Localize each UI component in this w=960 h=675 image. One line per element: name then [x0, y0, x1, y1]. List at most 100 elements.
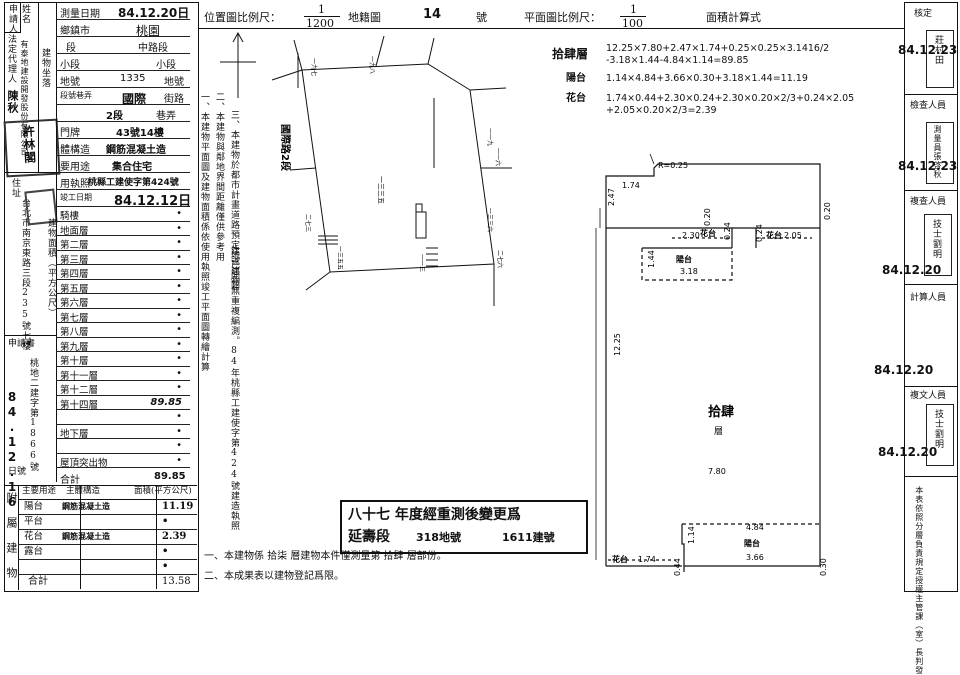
right-panel — [904, 2, 958, 592]
draw-stamp-text: 技士劉明 — [933, 409, 943, 449]
note-2: 二、本建物與鄰地界間距離僅供參考用 — [214, 92, 224, 262]
use-label: 要用途 — [60, 162, 90, 173]
lane-unit: 巷弄 — [156, 111, 176, 122]
floor-row: 第十四層 89.85 — [56, 395, 190, 411]
floor-row: • — [56, 438, 190, 454]
structure-value: 鋼筋混凝土造 — [106, 145, 166, 156]
verify-name: 莊村田 — [933, 35, 943, 65]
footnote-2: 二、本成果表以建物登記爲限。 — [204, 571, 344, 582]
draw-stamp: 技士劉明 — [926, 404, 954, 466]
plan-dim-144: 1.44 — [647, 250, 656, 268]
attached-area: 2.39 — [162, 531, 187, 542]
map-lot-6: 一一三 — [418, 254, 425, 272]
location-map: 國際路2段 一三三五 一九七 一九八 二七三 一一九 一三三六 一一三 一一六 … — [220, 31, 512, 306]
attached-area: 11.19 — [162, 501, 194, 512]
floor-name: 第五層 — [60, 283, 89, 295]
street-row: 段號巷弄 國際 街路 — [56, 87, 190, 106]
house-no-value: 43號14樓 — [116, 128, 164, 139]
map-lot-7: 一一六 — [494, 148, 502, 166]
review-stamp-text: 技士劉明 — [931, 219, 941, 259]
plan-dim-030: 0.30 — [819, 558, 828, 576]
floor-value: • — [176, 222, 182, 234]
floor-row: 第六層• — [56, 293, 190, 309]
section-value: 中路段 — [138, 43, 168, 54]
stamp-line-2b: 318地號 — [416, 531, 461, 544]
floor-row: 第九層• — [56, 337, 190, 353]
draw-date: 84.12.20 — [878, 445, 938, 459]
floor-row: 第十一層• — [56, 366, 190, 382]
floor-name: 第十四層 — [60, 399, 99, 411]
floor-value: 89.85 — [150, 396, 182, 408]
subsection-row: 小段 小段 — [56, 53, 190, 71]
floor-value: • — [176, 440, 182, 451]
stamp-line-2a: 延壽段 — [348, 529, 390, 545]
attached-area: • — [162, 561, 169, 572]
application-no-label: 日號 — [8, 467, 27, 477]
verify-stamp: 莊村田 — [926, 30, 954, 88]
review-date: 84.12.20 — [882, 263, 942, 277]
note-3: 三、本建物於都市計畫道路預定地已開闢 — [229, 110, 239, 290]
floor-value: • — [176, 266, 182, 277]
attached-use: 花台 — [24, 531, 44, 542]
floor-total-value: 89.85 — [154, 471, 186, 482]
floor-row: 騎樓• — [56, 206, 190, 222]
plan-radius: R=0.25 — [658, 161, 688, 170]
map-road-label: 國際路2段 — [279, 124, 292, 171]
left-panel — [4, 2, 199, 592]
plan-planter-top: 花台 — [700, 228, 716, 238]
attached-use: 平台 — [24, 516, 44, 527]
lot-label: 地號 — [60, 77, 80, 88]
floor-area-label: 建物面積（平方公尺） — [46, 218, 56, 318]
plan-dim-174-b: 1.74 — [638, 555, 656, 564]
attached-col-div-1 — [80, 485, 81, 589]
house-no-row: 門牌 43號14樓 — [56, 121, 190, 139]
floor-value: • — [176, 425, 182, 437]
plan-floor-label: 拾肆 — [708, 404, 734, 420]
floor-name: 第三層 — [60, 254, 89, 266]
map-lot-9: 一三五五 — [336, 246, 343, 270]
location-scale-den: 1200 — [306, 17, 334, 30]
footnote-1: 一、本建物係 拾柒 層建物本件僅測量第 拾肆 層部份。 — [204, 551, 447, 562]
calc-balcony-formula: 1.14×4.84+3.66×0.30+3.18×1.44=11.19 — [606, 73, 808, 84]
floor-value: • — [176, 367, 182, 379]
floor-name: 第九層 — [60, 341, 89, 353]
floor-row: 第二層• — [56, 235, 190, 251]
section-row: 段 中路段 — [56, 36, 190, 54]
attached-header-row: 主要用途主體構造面積(平方公尺) — [18, 485, 197, 500]
plan-scale-den: 100 — [622, 17, 643, 30]
map-lot-5: 一三三六 — [486, 208, 494, 232]
floor-row: 第四層• — [56, 264, 190, 280]
plan-planter-top-2: 花台 — [766, 230, 782, 240]
renumber-stamp: 八十七 年度經重測後變更爲 延壽段 318地號 1611建號 — [340, 500, 588, 554]
completion-row: 竣工日期 84.12.12日 — [56, 189, 191, 209]
verify-date: 84.12.23 — [898, 43, 958, 57]
applicant-stamp-text: 許林閣 — [20, 124, 37, 165]
attached-area: • — [162, 516, 169, 527]
applicant-name-value: 有泰地建設開發股份有限公司 — [20, 40, 29, 157]
building-location-label: 建物坐落 — [40, 48, 50, 88]
floor-value: • — [176, 411, 182, 422]
application-value: 桃地二建字第1866號 — [28, 358, 38, 472]
check-date: 84.12.23 — [898, 159, 958, 173]
applicant-label: 申請人 — [7, 4, 17, 34]
check-stamp: 測量員張啓秋 — [926, 122, 954, 184]
floor-row: 屋頂突出物• — [56, 453, 190, 469]
representative-value: 陳秋 — [6, 90, 19, 114]
attached-use: 陽台 — [24, 501, 44, 512]
calc-floor-formula-2: -3.18×1.44-4.84×1.14=89.85 — [606, 55, 749, 66]
floor-row: 第十層• — [56, 351, 190, 367]
attached-structure: 鋼筋混凝土造 — [62, 501, 110, 511]
township-row: 鄉鎮市 桃園 — [56, 19, 190, 38]
attached-area: • — [162, 546, 169, 557]
attached-total-value: 13.58 — [162, 576, 191, 587]
attached-header: 主體構造 — [66, 486, 101, 496]
completion-label: 竣工日期 — [60, 193, 92, 202]
section-no-row: 2段 巷弄 — [56, 104, 190, 122]
calc-date: 84.12.20 — [874, 363, 934, 377]
lot-value: 1335 — [120, 73, 146, 84]
address-value: 台北市南京東路三段235號七樓 — [20, 198, 30, 351]
plan-balcony-bottom: 陽台 — [744, 538, 760, 548]
plan-dim-020-b: 0.20 — [823, 202, 832, 220]
